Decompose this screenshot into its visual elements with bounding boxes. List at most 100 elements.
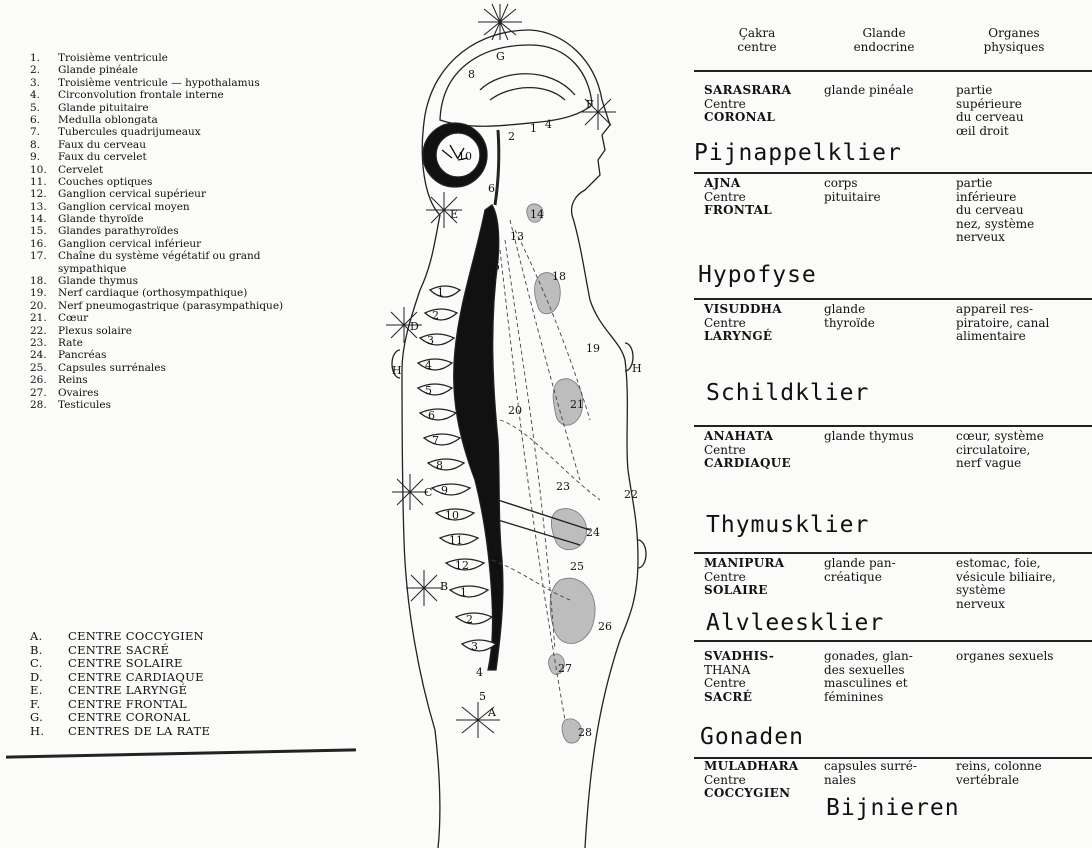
legend-number: 25. bbox=[30, 362, 58, 374]
cell-line: Centre bbox=[704, 444, 791, 458]
organ-number: 23 bbox=[556, 480, 570, 493]
centre-text: CENTRES DE LA RATE bbox=[68, 725, 210, 739]
legend-text: Glande pituitaire bbox=[58, 102, 149, 114]
centre-letter: C bbox=[424, 486, 432, 499]
centre-item: B.CENTRE SACRÉ bbox=[30, 644, 360, 658]
legend-text: Couches optiques bbox=[58, 176, 152, 188]
legend-text: Glande pinéale bbox=[58, 64, 138, 76]
cell-line: Centre bbox=[704, 191, 772, 205]
cell-line: FRONTAL bbox=[704, 204, 772, 218]
legend-item: 3.Troisième ventricule — hypothalamus bbox=[30, 77, 380, 89]
legend-item: 23.Rate bbox=[30, 337, 380, 349]
legend-item: 20.Nerf pneumogastrique (parasympathique… bbox=[30, 300, 380, 312]
cell-line: COCCYGIEN bbox=[704, 787, 799, 801]
legend-text: Ovaires bbox=[58, 387, 99, 399]
centre-text: CENTRE CORONAL bbox=[68, 711, 190, 725]
cell-line: masculines et bbox=[824, 677, 934, 691]
legend-text: Pancréas bbox=[58, 349, 106, 361]
cell-line: gonades, glan- bbox=[824, 650, 934, 664]
legend-text: Cœur bbox=[58, 312, 88, 324]
cell-line: MANIPURA bbox=[704, 557, 784, 571]
legend-text: Ganglion cervical inférieur bbox=[58, 238, 201, 250]
cell-line: glande pan- bbox=[824, 557, 934, 571]
legend-text: Troisième ventricule bbox=[58, 52, 168, 64]
dutch-gland-annotation: Bijnieren bbox=[826, 795, 960, 821]
centre-item: E.CENTRE LARYNGÉ bbox=[30, 684, 360, 698]
legend-item: 27.Ovaires bbox=[30, 387, 380, 399]
legend-item: 9.Faux du cervelet bbox=[30, 151, 380, 163]
gland-cell: glande pinéale bbox=[824, 84, 934, 98]
legend-text: Faux du cervelet bbox=[58, 151, 147, 163]
brain-outline bbox=[440, 45, 592, 126]
vertebra-number: 6 bbox=[428, 409, 435, 422]
organ-pancreas bbox=[551, 509, 586, 550]
gland-cell: glandethyroïde bbox=[824, 303, 934, 330]
row-rule bbox=[694, 552, 1092, 554]
legend-number: 19. bbox=[30, 287, 58, 299]
cell-line: corps bbox=[824, 177, 934, 191]
legend-item: 5.Glande pituitaire bbox=[30, 102, 380, 114]
vertebra-number: 7 bbox=[432, 434, 439, 447]
cell-line: Centre bbox=[704, 677, 774, 691]
cell-line: nerf vague bbox=[956, 457, 1092, 471]
legend-text: Troisième ventricule — hypothalamus bbox=[58, 77, 260, 89]
legend-item: 16.Ganglion cervical inférieur bbox=[30, 238, 380, 250]
legend-text: Nerf pneumogastrique (parasympathique) bbox=[58, 300, 283, 312]
organ-number: 25 bbox=[570, 560, 584, 573]
legend-text: Medulla oblongata bbox=[58, 114, 158, 126]
cell-line: créatique bbox=[824, 571, 934, 585]
legend-number: 15. bbox=[30, 225, 58, 237]
legend-text: Glandes parathyroïdes bbox=[58, 225, 179, 237]
legend-item: 24.Pancréas bbox=[30, 349, 380, 361]
legend-text: Ganglion cervical supérieur bbox=[58, 188, 206, 200]
legend-number: 21. bbox=[30, 312, 58, 324]
cell-line: vertébrale bbox=[956, 774, 1092, 788]
organ-number: 24 bbox=[586, 526, 600, 539]
spinal-cord bbox=[454, 205, 503, 670]
organ-number: 21 bbox=[570, 398, 584, 411]
cell-line: inférieure bbox=[956, 191, 1092, 205]
header-rule bbox=[694, 70, 1092, 72]
chakra-cell: AJNACentreFRONTAL bbox=[704, 177, 772, 218]
cell-line: Centre bbox=[704, 317, 782, 331]
cell-line: SOLAIRE bbox=[704, 584, 784, 598]
cell-line: partie bbox=[956, 177, 1092, 191]
dutch-gland-annotation: Thymusklier bbox=[706, 512, 869, 538]
cell-line: reins, colonne bbox=[956, 760, 1092, 774]
cell-line: vésicule biliaire, bbox=[956, 571, 1092, 585]
legend-text: Chaîne du système végétatif ou grand bbox=[58, 250, 260, 262]
organ-number: 4 bbox=[545, 118, 552, 131]
cell-line: thyroïde bbox=[824, 317, 934, 331]
centre-item: F.CENTRE FRONTAL bbox=[30, 698, 360, 712]
cell-line: nerveux bbox=[956, 598, 1092, 612]
cell-line: nales bbox=[824, 774, 934, 788]
organ-number: 8 bbox=[468, 68, 475, 81]
organ-number: 18 bbox=[552, 270, 566, 283]
legend-item: 14.Glande thyroïde bbox=[30, 213, 380, 225]
cell-line: du cerveau bbox=[956, 111, 1092, 125]
cell-line: nerveux bbox=[956, 231, 1092, 245]
legend-item: 18.Glande thymus bbox=[30, 275, 380, 287]
vertebra-number: 3 bbox=[471, 640, 478, 653]
header-chakra: Çakracentre bbox=[712, 26, 802, 54]
vertebra-number: 4 bbox=[476, 666, 483, 679]
gland-cell: glande pan-créatique bbox=[824, 557, 934, 584]
vertebra-number: 12 bbox=[455, 559, 469, 572]
legend-number: 26. bbox=[30, 374, 58, 386]
row-rule bbox=[694, 425, 1092, 427]
gland-cell: capsules surré-nales bbox=[824, 760, 934, 787]
cell-line: œil droit bbox=[956, 125, 1092, 139]
cell-line: pituitaire bbox=[824, 191, 934, 205]
centre-letter: B bbox=[440, 580, 448, 593]
legend-item: 15.Glandes parathyroïdes bbox=[30, 225, 380, 237]
cell-line: des sexuelles bbox=[824, 664, 934, 678]
cell-line: glande bbox=[824, 303, 934, 317]
centre-text: CENTRE COCCYGIEN bbox=[68, 630, 204, 644]
legend-text: Glande thyroïde bbox=[58, 213, 144, 225]
legend-number: 13. bbox=[30, 201, 58, 213]
centre-text: CENTRE LARYNGÉ bbox=[68, 684, 187, 698]
